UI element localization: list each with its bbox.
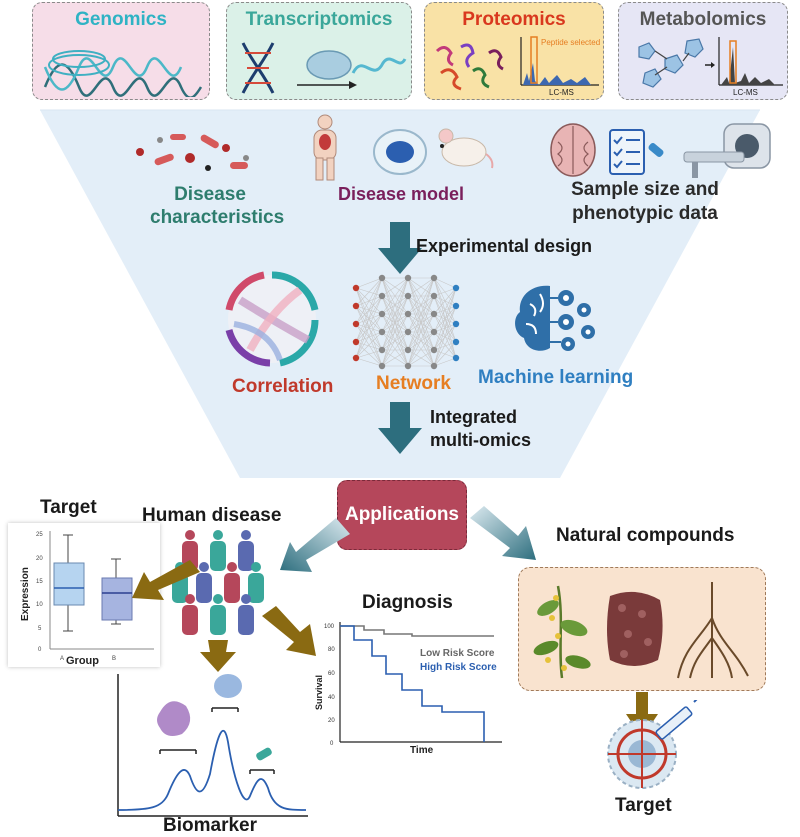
genomics-panel: Genomics (32, 2, 210, 100)
survival-ytick-60: 60 (328, 671, 335, 677)
network-label: Network (376, 373, 451, 394)
machine-learning-brain-icon (515, 285, 595, 351)
brain-icon (550, 123, 596, 177)
survival-ytick-80: 80 (328, 647, 335, 653)
survival-chart: 100 80 60 40 20 0 Low Risk Score High Ri… (314, 622, 502, 754)
integrated-line2: multi-omics (430, 430, 532, 450)
survival-low-risk: Low Risk Score (420, 648, 495, 659)
disease-characteristics-label: Disease characteristics (150, 183, 285, 229)
boxplot-ytick-5: 5 (38, 626, 42, 632)
metabolomics-title: Metabolomics (639, 9, 767, 30)
human-disease-label: Human disease (142, 505, 282, 526)
biomarker-label: Biomarker (163, 815, 257, 836)
lcms-spectrum-icon: Peptide selected LC-MS (520, 36, 600, 97)
lcms-proteomics-label: LC-MS (549, 88, 574, 97)
integrated-multiomics-label: Integrated multi-omics (430, 406, 531, 452)
disease-model-label: Disease model (338, 184, 465, 204)
boxplot-ylabel: Expression (20, 567, 31, 621)
bacteria-virus-icon (136, 134, 249, 171)
lcms-metabolomics-label: LC-MS (733, 88, 758, 97)
checklist-icon (609, 129, 664, 175)
integrated-line1: Integrated (430, 407, 518, 427)
proteomics-title: Proteomics (462, 9, 566, 30)
sample-size-label: Sample size and phenotypic data (560, 178, 730, 226)
human-anatomy-icon (313, 114, 337, 181)
biomarker-plot (117, 674, 308, 817)
survival-ylabel: Survival (314, 675, 324, 710)
transcriptomics-panel: Transcriptomics (226, 2, 412, 100)
down-arrow-2 (378, 402, 422, 454)
peptide-selected-label: Peptide selected (541, 38, 600, 47)
boxplot-group-a: A (60, 656, 64, 662)
dna-helix-icon (43, 50, 203, 97)
boxplot-ytick-10: 10 (36, 602, 43, 608)
survival-xlabel: Time (410, 745, 434, 754)
boxplot-ytick-25: 25 (36, 532, 43, 538)
protein-icon (435, 43, 504, 91)
mri-scanner-icon (683, 123, 771, 178)
survival-high-risk: High Risk Score (420, 662, 497, 673)
herb-plant-icon (533, 585, 591, 679)
applications-box: Applications (337, 480, 467, 550)
mouse-icon (438, 128, 494, 169)
boxplot-group-b: B (112, 656, 116, 662)
boxplot-ytick-20: 20 (36, 556, 43, 562)
survival-ytick-100: 100 (324, 624, 335, 630)
natural-compounds-label: Natural compounds (556, 525, 735, 546)
survival-ytick-20: 20 (328, 718, 335, 724)
diagnosis-label: Diagnosis (362, 592, 453, 613)
correlation-label: Correlation (232, 376, 334, 397)
genomics-title: Genomics (75, 9, 167, 30)
survival-ytick-0: 0 (330, 741, 334, 747)
metabolite-spectrum-icon: LC-MS (718, 37, 783, 97)
target-virus-syringe-icon (607, 700, 698, 789)
target-right-label: Target (615, 795, 672, 816)
sample-size-line1: Sample size and (571, 179, 719, 200)
correlation-chord-icon (225, 271, 319, 367)
dried-herb-icon (607, 591, 663, 666)
boxplot-ytick-15: 15 (36, 579, 43, 585)
experimental-design-label: Experimental design (416, 236, 593, 256)
disease-characteristics-line1: Disease (174, 184, 246, 205)
boxplot-ytick-0: 0 (38, 647, 42, 653)
applications-arrows (280, 506, 536, 572)
machine-learning-label: Machine learning (478, 367, 634, 388)
survival-ytick-40: 40 (328, 695, 335, 701)
metabolite-icon (638, 38, 715, 88)
sample-size-line2: phenotypic data (572, 203, 718, 224)
metabolomics-panel: Metabolomics LC-MS (618, 2, 788, 100)
transcription-icon (241, 42, 407, 94)
applications-title: Applications (344, 504, 459, 525)
root-icon (677, 582, 749, 679)
cell-culture-dish-icon (373, 129, 427, 175)
target-left-label: Target (40, 497, 97, 518)
disease-characteristics-line2: characteristics (150, 207, 285, 228)
boxplot-chart: 25 20 15 10 5 0 Expression A Group B (20, 531, 154, 667)
boxplot-xlabel: Group (66, 655, 99, 667)
transcriptomics-title: Transcriptomics (245, 9, 393, 30)
down-arrow-1 (378, 222, 422, 274)
neural-network-icon (352, 274, 460, 370)
proteomics-panel: Proteomics Peptide selected LC-MS (424, 2, 604, 100)
